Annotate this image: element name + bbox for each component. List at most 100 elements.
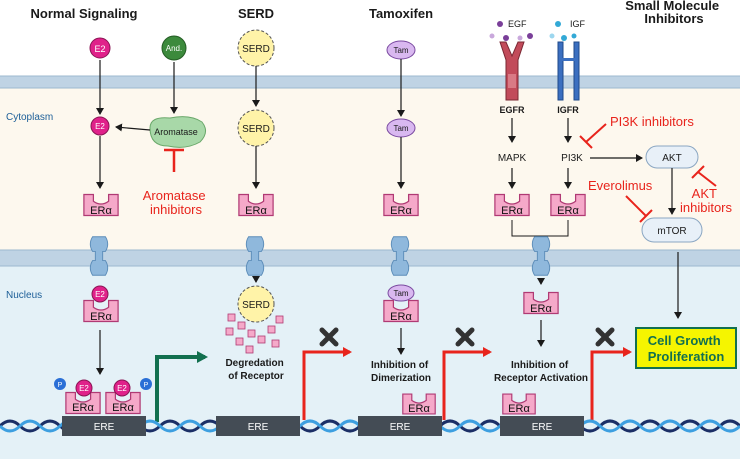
igfr-receptor xyxy=(557,41,580,101)
and-label: And. xyxy=(166,44,182,53)
igf-label: IGF xyxy=(570,19,586,29)
cytoplasm-label: Cytoplasm xyxy=(6,112,53,123)
e2-dimer-left-label: E2 xyxy=(79,384,89,393)
blocked-arrow-small-molecule xyxy=(590,347,632,420)
androgen-ligand xyxy=(161,35,187,61)
akt-inhibitors-text-line2: inhibitors xyxy=(680,200,733,215)
e2-ligand xyxy=(89,37,111,59)
aromatase-label: Aromatase xyxy=(154,127,198,137)
igfr-label: IGFR xyxy=(557,105,579,115)
e2-cyto-label: E2 xyxy=(95,122,105,131)
activation-label: Inhibition of Receptor Activation xyxy=(494,360,588,384)
ere-box-3 xyxy=(358,416,442,436)
dimerization-text-line2: Dimerization xyxy=(371,373,431,384)
tam-label-cytoplasm: Tam xyxy=(393,124,408,133)
serd-drug-top xyxy=(237,29,275,67)
e2-dimer-left xyxy=(75,379,93,397)
egf-ligands xyxy=(489,21,533,41)
serd-label-nucleus: SERD xyxy=(242,300,270,311)
activation-text: Inhibition of xyxy=(511,360,569,371)
phosphate-right xyxy=(140,378,152,390)
e2-dimer-right xyxy=(113,379,131,397)
era-unbound-label-4: ERα xyxy=(508,403,530,415)
era-label-nucleus-4: ERα xyxy=(530,303,552,315)
cell-growth-label: Cell Growth Proliferation xyxy=(648,333,725,364)
cell-growth-text: Cell Growth xyxy=(648,333,721,348)
serd-drug-nucleus xyxy=(237,285,275,323)
dimerization-label: Inhibition of Dimerization xyxy=(371,360,431,384)
e2-nucleus-label: E2 xyxy=(95,290,105,299)
blocked-arrow-tamoxifen xyxy=(442,347,492,420)
egf-label: EGF xyxy=(508,19,527,29)
block-x-icon-small-molecule xyxy=(595,327,615,347)
header-tamoxifen: Tamoxifen xyxy=(369,6,433,21)
aromatase-inhibitors-text: Aromatase xyxy=(143,188,206,203)
ere-box-2 xyxy=(216,416,300,436)
cell-growth-box xyxy=(635,327,737,369)
nucleus-label: Nucleus xyxy=(6,290,42,301)
e2-nucleus xyxy=(91,285,109,303)
e2-cytoplasm xyxy=(90,116,110,136)
block-x-icon-serd xyxy=(319,327,339,347)
era-label-4a: ERα xyxy=(501,205,523,217)
mapk-label: MAPK xyxy=(498,153,527,164)
phosphate-left-label: P xyxy=(58,382,63,389)
akt-inhibitors-text: AKT xyxy=(692,186,717,201)
akt-inhibitors-label: AKT inhibitors xyxy=(680,186,733,215)
cytoplasm-region xyxy=(0,88,740,250)
header-small-molecule-text: Small Molecule xyxy=(625,0,719,13)
era-label-4b: ERα xyxy=(557,205,579,217)
pi3k-label: PI3K xyxy=(561,153,583,164)
blocked-arrow-serd xyxy=(302,347,352,420)
dimerization-text: Inhibition of xyxy=(371,360,429,371)
aromatase-inhibitors-label: Aromatase inhibitors xyxy=(143,188,210,217)
era-label-1: ERα xyxy=(90,205,112,217)
igf-ligands xyxy=(549,21,577,41)
pi3k-inhibitors-label: PI3K inhibitors xyxy=(610,114,694,129)
transcription-activation-arrow xyxy=(155,351,208,422)
ere-label-1: ERE xyxy=(94,422,115,433)
ere-box-4 xyxy=(500,416,584,436)
serd-label-cytoplasm: SERD xyxy=(242,124,270,135)
phosphate-left xyxy=(54,378,66,390)
e2-label: E2 xyxy=(94,44,105,54)
nuclear-membrane xyxy=(0,250,740,266)
era-label-3: ERα xyxy=(390,205,412,217)
era-label-nucleus-3: ERα xyxy=(390,311,412,323)
era-dimer-left-label: ERα xyxy=(72,402,94,414)
ere-label-2: ERE xyxy=(248,422,269,433)
cell-membrane xyxy=(0,76,740,88)
activation-text-line2: Receptor Activation xyxy=(494,373,588,384)
era-dimer-right-label: ERα xyxy=(112,402,134,414)
phosphate-right-label: P xyxy=(144,382,149,389)
header-small-molecule-text-line2: Inhibitors xyxy=(644,11,703,26)
tam-label-nucleus: Tam xyxy=(393,289,408,298)
aromatase-inhibitors-text-line2: inhibitors xyxy=(150,202,203,217)
block-x-icon-tamoxifen xyxy=(455,327,475,347)
degradation-text-line2: of Receptor xyxy=(228,371,284,382)
egfr-label: EGFR xyxy=(499,105,525,115)
everolimus-label: Everolimus xyxy=(588,178,653,193)
header-serd: SERD xyxy=(238,6,274,21)
serd-drug-cytoplasm xyxy=(237,109,275,147)
ere-label-4: ERE xyxy=(532,422,553,433)
tam-label-top: Tam xyxy=(393,46,408,55)
mtor-node xyxy=(641,217,703,243)
era-label-nucleus-1: ERα xyxy=(90,311,112,323)
e2-dimer-right-label: E2 xyxy=(117,384,127,393)
era-unbound-label-3: ERα xyxy=(408,403,430,415)
degradation-text: Degredation xyxy=(225,358,283,369)
ere-box-1 xyxy=(62,416,146,436)
aromatase-enzyme xyxy=(149,116,206,148)
cell-growth-text-line2: Proliferation xyxy=(648,349,725,364)
ere-label-3: ERE xyxy=(390,422,411,433)
receptor-fragments xyxy=(225,313,284,354)
degradation-label: Degredation of Receptor xyxy=(225,358,286,382)
header-small-molecule: Small Molecule Inhibitors xyxy=(625,0,723,26)
serd-label-top: SERD xyxy=(242,44,270,55)
era-label-2: ERα xyxy=(245,205,267,217)
egfr-receptor xyxy=(499,41,525,101)
akt-label: AKT xyxy=(662,153,681,164)
tam-drug-nucleus xyxy=(387,284,415,302)
